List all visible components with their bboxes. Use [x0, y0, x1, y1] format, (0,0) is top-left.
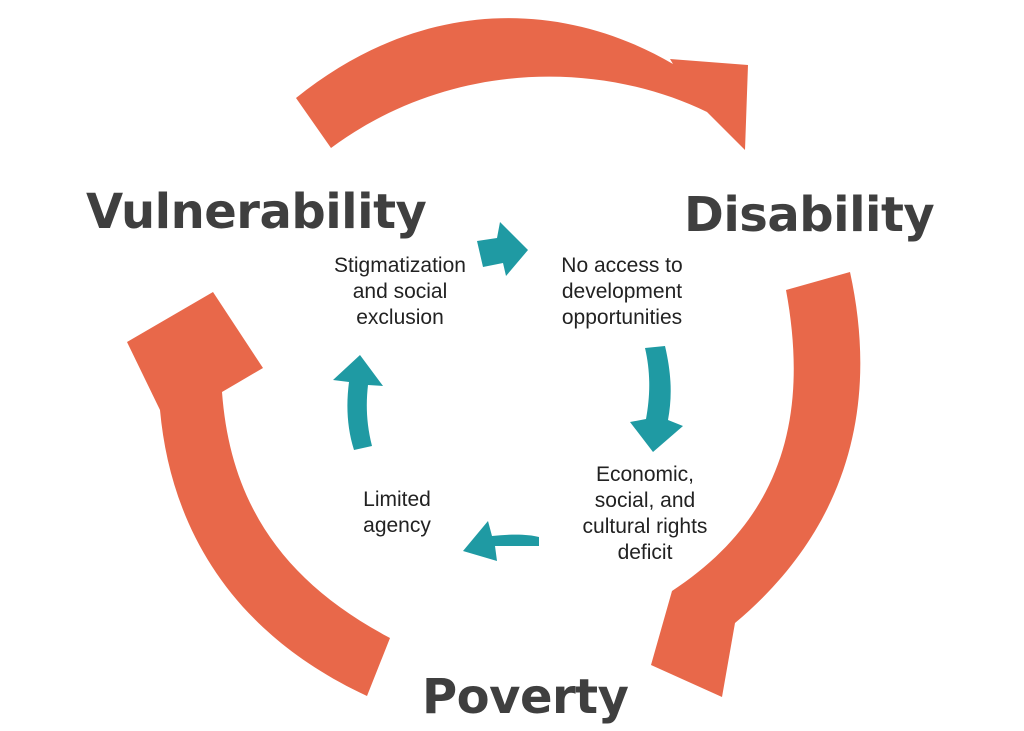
label-vulnerability: Vulnerability [86, 184, 427, 240]
arrow-stigmatization-to-access [477, 222, 528, 276]
arrow-disability-to-poverty [651, 272, 861, 697]
arrow-vulnerability-to-disability [296, 18, 748, 150]
arrow-limited-to-stigmatization [333, 355, 383, 450]
label-poverty: Poverty [422, 669, 629, 725]
arrow-economic-to-limited [463, 521, 539, 561]
label-disability: Disability [684, 187, 935, 243]
label-limited-agency: Limited agency [363, 488, 431, 537]
label-economic-deficit: Economic, social, and cultural rights de… [582, 463, 708, 564]
label-no-access: No access to development opportunities [561, 254, 683, 329]
arrow-poverty-to-vulnerability [127, 292, 390, 696]
arrow-access-to-economic [630, 346, 683, 452]
label-stigmatization: Stigmatization and social exclusion [334, 254, 466, 329]
